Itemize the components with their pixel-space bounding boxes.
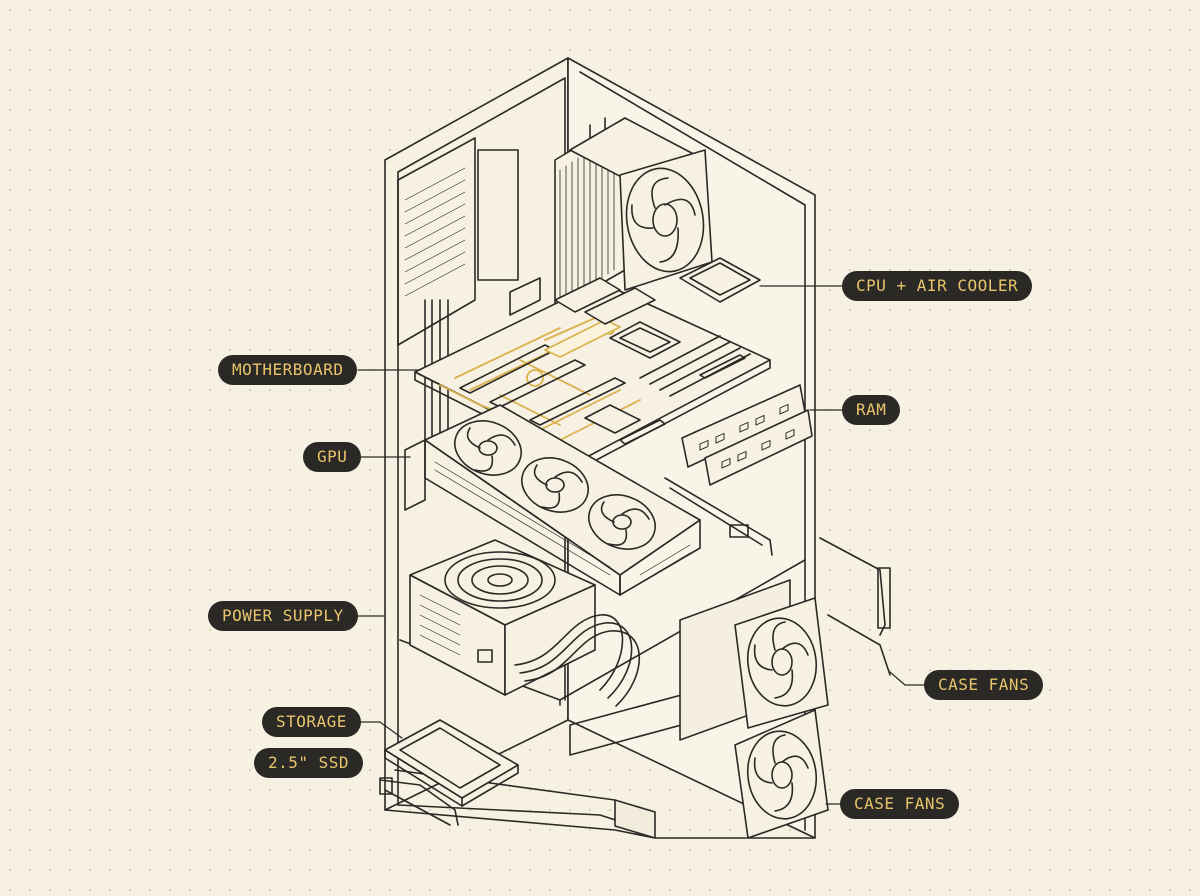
cpu-cooler-illustration	[554, 117, 761, 311]
label-storage: STORAGE	[262, 707, 361, 737]
label-cpu-air-cooler: CPU + AIR COOLER	[842, 271, 1033, 301]
ssd-illustration	[379, 719, 519, 826]
label-case-fans-upper: CASE FANS	[924, 670, 1044, 700]
gpu-illustration	[404, 404, 701, 596]
leader-lines	[357, 285, 926, 805]
case-fan-illustration	[734, 537, 891, 839]
ram-stick-illustration	[664, 384, 813, 556]
psu-illustration	[409, 539, 641, 707]
label-gpu: GPU	[303, 442, 362, 472]
label-ram: RAM	[842, 395, 901, 425]
label-ssd: 2.5" SSD	[254, 748, 364, 778]
label-motherboard: MOTHERBOARD	[218, 355, 358, 385]
label-case-fans-lower: CASE FANS	[840, 789, 960, 819]
label-power-supply: POWER SUPPLY	[208, 601, 358, 631]
